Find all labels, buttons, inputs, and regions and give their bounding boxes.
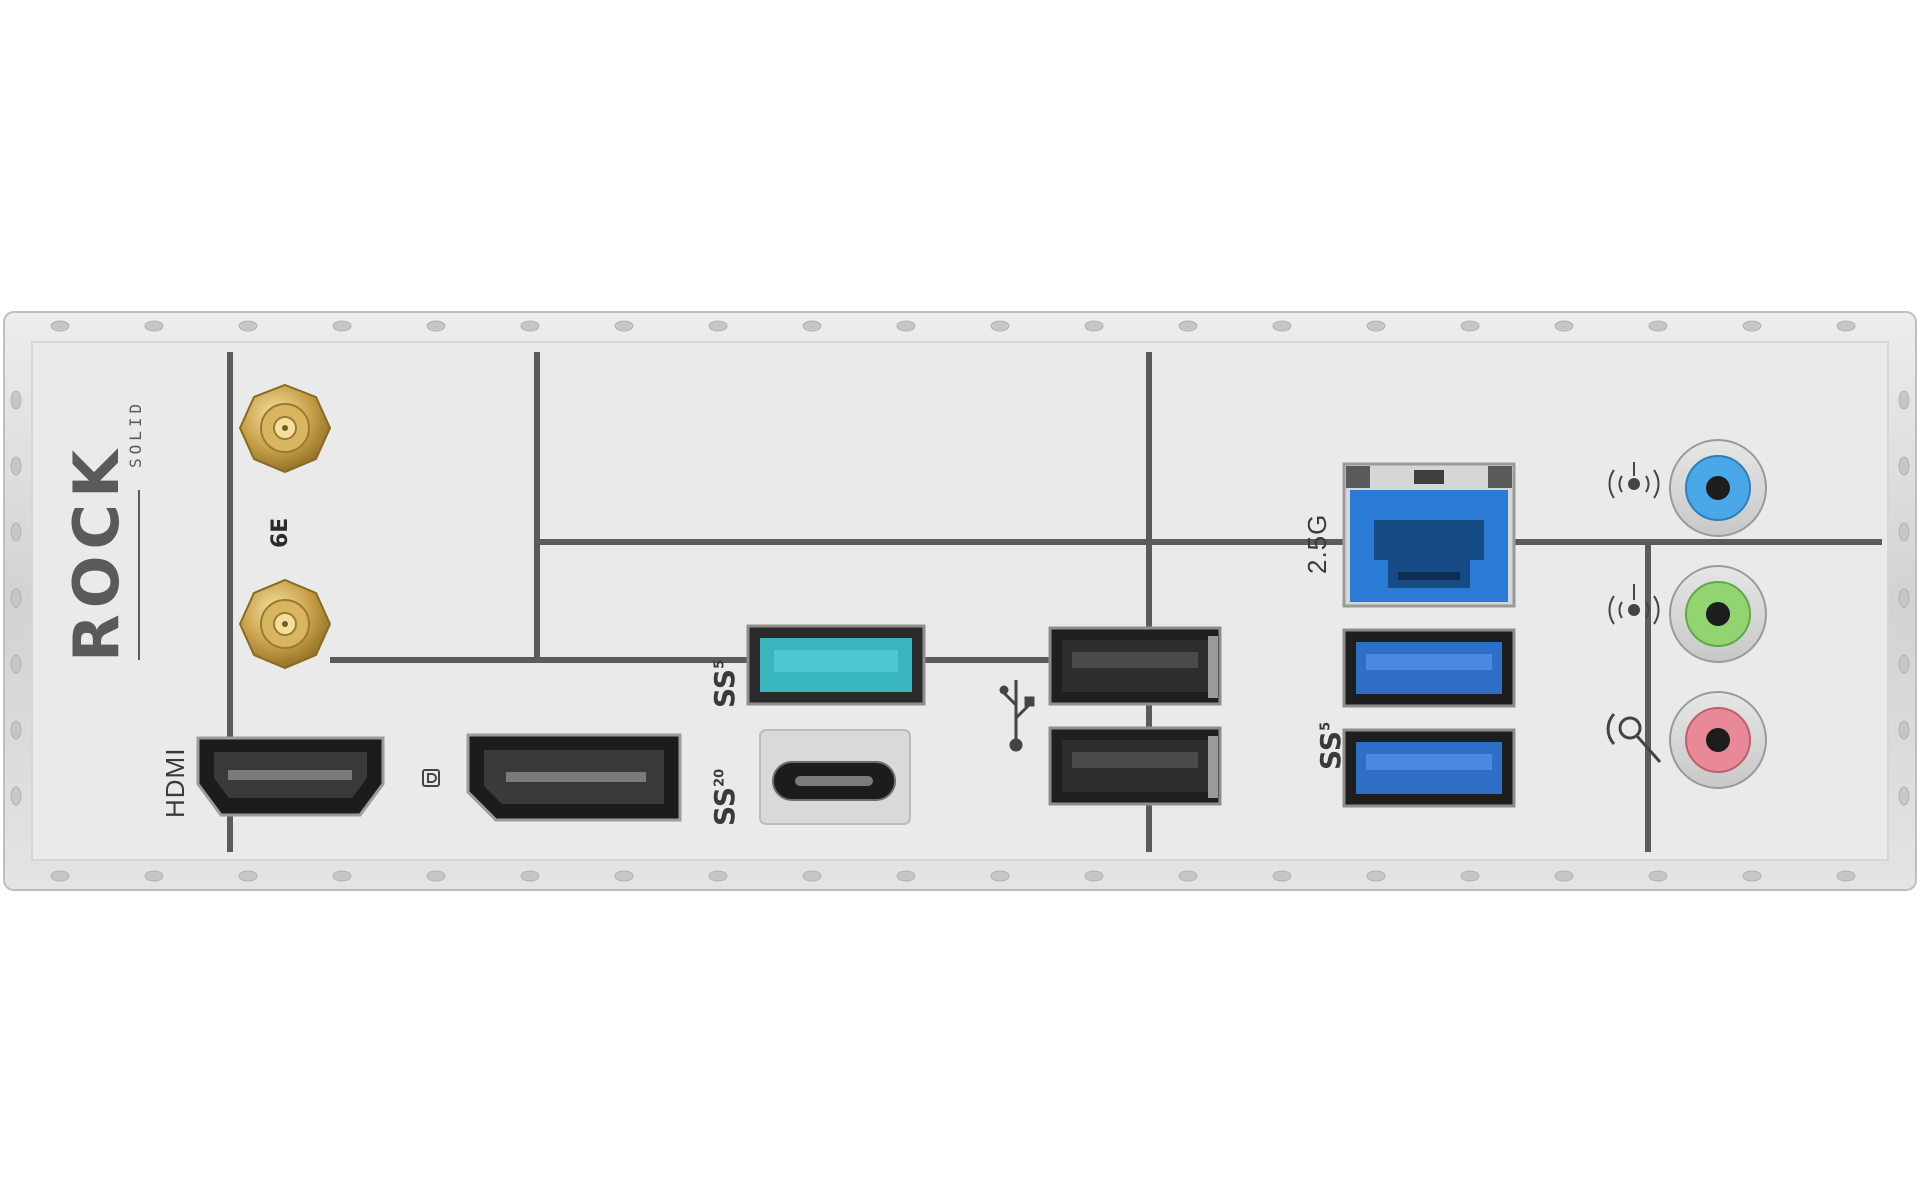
frame-dimple: [708, 320, 728, 332]
frame-dimple: [144, 870, 164, 882]
frame-dimple: [1898, 456, 1910, 476]
frame-dimple: [896, 320, 916, 332]
audio-line-in-jack[interactable]: [1669, 439, 1767, 537]
frame-dimple: [1178, 320, 1198, 332]
frame-dimple: [1898, 588, 1910, 608]
audio-mic-jack[interactable]: [1669, 691, 1767, 789]
frame-dimple: [1836, 870, 1856, 882]
frame-dimple: [1460, 320, 1480, 332]
frame-dimple: [50, 870, 70, 882]
usb-trident-icon: [999, 680, 1035, 752]
superspeed-5g-label-lan: SS5: [1314, 722, 1347, 770]
ss-sup: 5: [712, 659, 728, 669]
frame-dimple: [426, 870, 446, 882]
wifi-antenna-connector[interactable]: [238, 383, 332, 474]
ss-sup: 5: [1318, 721, 1334, 731]
frame-dimple: [614, 870, 634, 882]
brand-logo: ROCK: [60, 444, 133, 662]
line-out-icon: [1608, 584, 1660, 625]
usb3-blue-port-top[interactable]: [1342, 628, 1516, 708]
hdmi-port[interactable]: [196, 736, 385, 817]
frame-dimple: [708, 870, 728, 882]
frame-dimple: [1272, 320, 1292, 332]
frame-dimple: [1648, 870, 1668, 882]
frame-dimple: [990, 320, 1010, 332]
frame-dimple: [238, 870, 258, 882]
frame-dimple: [10, 390, 22, 410]
microphone-icon: [1606, 712, 1662, 763]
ss-sup: 20: [712, 768, 728, 787]
frame-dimple: [802, 870, 822, 882]
frame-dimple: [238, 320, 258, 332]
frame-dimple: [896, 870, 916, 882]
frame-dimple: [1648, 320, 1668, 332]
frame-dimple: [10, 456, 22, 476]
audio-line-out-jack[interactable]: [1669, 565, 1767, 663]
frame-dimple: [1898, 522, 1910, 542]
frame-dimple: [10, 522, 22, 542]
line-in-icon: [1608, 462, 1660, 499]
ss-text: SS: [708, 668, 741, 708]
frame-dimple: [1178, 870, 1198, 882]
frame-dimple: [332, 870, 352, 882]
frame-dimple: [1272, 870, 1292, 882]
usb3-teal-port[interactable]: [746, 624, 926, 706]
brand-underline: [138, 490, 140, 660]
frame-dimple: [1554, 320, 1574, 332]
usb2-port-top[interactable]: [1048, 626, 1222, 706]
frame-dimple: [426, 320, 446, 332]
frame-dimple: [1742, 870, 1762, 882]
frame-dimple: [520, 870, 540, 882]
displayport-icon: [422, 769, 440, 787]
superspeed-20g-label: SS20: [708, 769, 741, 826]
frame-dimple: [10, 654, 22, 674]
frame-dimple: [990, 870, 1010, 882]
frame-dimple: [1366, 870, 1386, 882]
frame-dimple: [614, 320, 634, 332]
frame-dimple: [1742, 320, 1762, 332]
usb2-port-bottom[interactable]: [1048, 726, 1222, 806]
frame-dimple: [1366, 320, 1386, 332]
frame-dimple: [10, 786, 22, 806]
lan-speed-label: 2.5G: [1302, 513, 1332, 574]
frame-dimple: [1898, 390, 1910, 410]
frame-dimple: [1898, 654, 1910, 674]
usb3-blue-port-bottom[interactable]: [1342, 728, 1516, 808]
ss-text: SS: [708, 786, 741, 826]
frame-dimple: [1554, 870, 1574, 882]
wifi-6e-badge: 6E: [268, 517, 293, 548]
frame-dimple: [1084, 320, 1104, 332]
hdmi-label: HDMI: [160, 747, 190, 818]
frame-dimple: [1460, 870, 1480, 882]
usb-c-port[interactable]: [759, 729, 911, 825]
frame-dimples: [10, 320, 1910, 882]
frame-dimple: [10, 720, 22, 740]
frame-dimple: [332, 320, 352, 332]
wifi-antenna-connector[interactable]: [238, 578, 332, 670]
frame-dimple: [1898, 720, 1910, 740]
frame-dimple: [520, 320, 540, 332]
frame-dimple: [1836, 320, 1856, 332]
frame-dimple: [802, 320, 822, 332]
brand-subtitle: SOLID: [126, 399, 145, 468]
lan-rj45-port[interactable]: [1342, 462, 1516, 608]
frame-dimple: [50, 320, 70, 332]
frame-dimple: [10, 588, 22, 608]
ss-text: SS: [1314, 730, 1347, 770]
frame-dimple: [1898, 786, 1910, 806]
frame-dimple: [1084, 870, 1104, 882]
frame-dimple: [144, 320, 164, 332]
superspeed-5g-label: SS5: [708, 660, 741, 708]
displayport-port[interactable]: [466, 733, 682, 822]
